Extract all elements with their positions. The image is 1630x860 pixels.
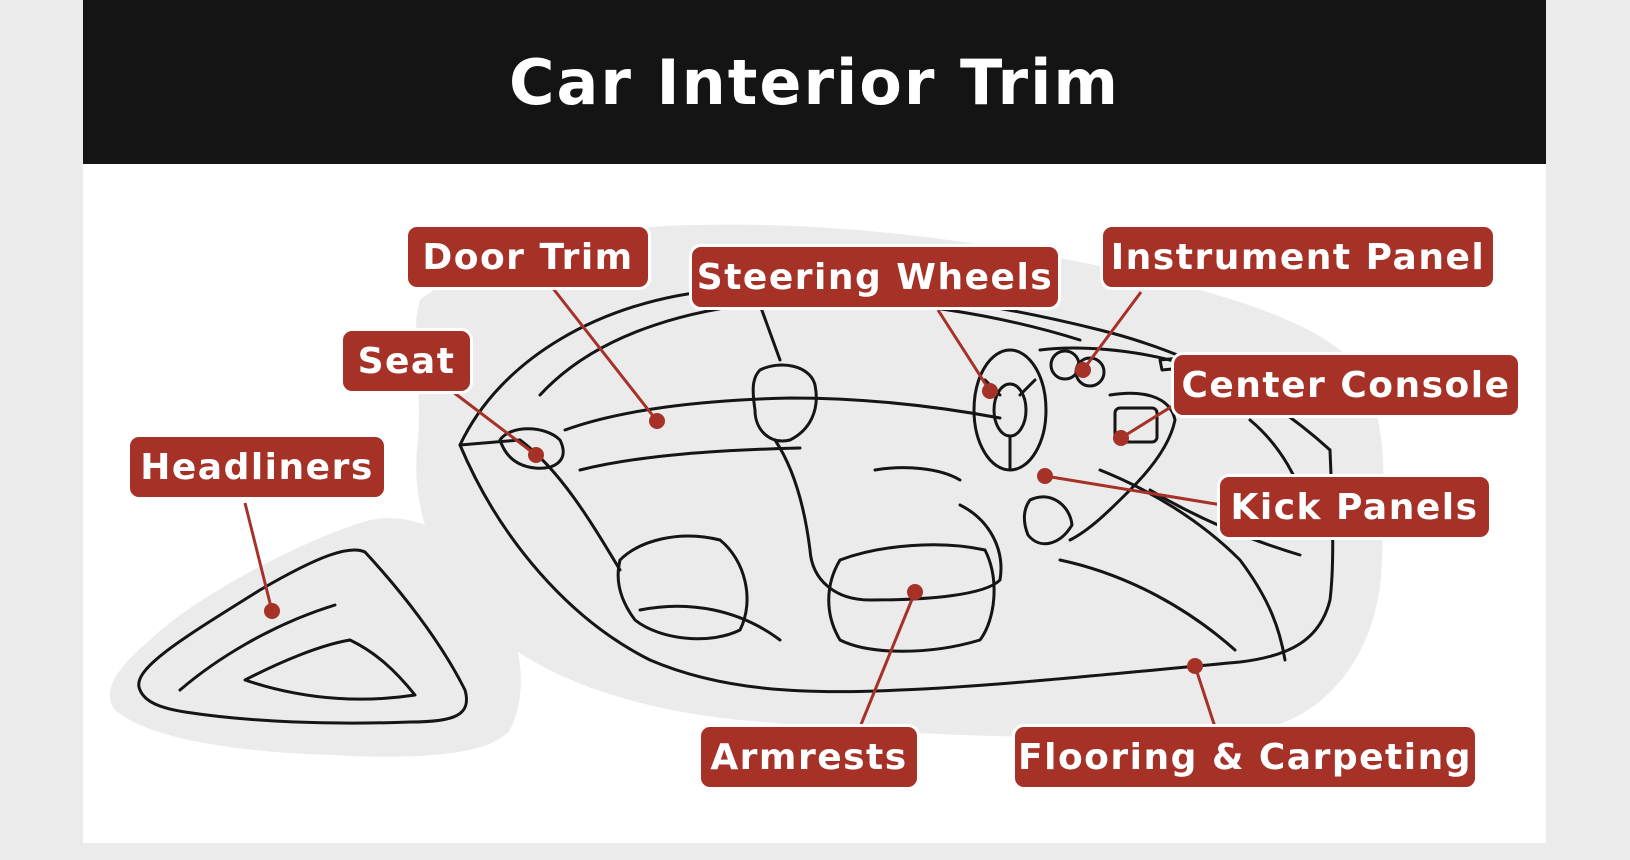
label-door-trim: Door Trim <box>405 224 651 290</box>
flooring-dot <box>1187 658 1203 674</box>
anchor-dots <box>264 362 1203 674</box>
label-flooring-carpeting: Flooring & Carpeting <box>1012 724 1478 790</box>
header-bar: Car Interior Trim <box>83 0 1546 164</box>
label-kick-panels: Kick Panels <box>1217 474 1492 540</box>
instrument-panel-dot <box>1075 362 1091 378</box>
page-title: Car Interior Trim <box>509 45 1120 119</box>
label-armrests: Armrests <box>698 724 920 790</box>
headliners-dot <box>264 603 280 619</box>
steering-wheels-dot <box>982 383 998 399</box>
label-headliners: Headliners <box>127 434 387 500</box>
headliner-drawing <box>137 548 468 725</box>
headliner-backdrop-shape <box>109 518 521 757</box>
seat-dot <box>528 447 544 463</box>
leader-lines <box>243 281 1229 728</box>
door-trim-dot <box>649 413 665 429</box>
label-center-console: Center Console <box>1171 352 1521 418</box>
center-console-dot <box>1113 430 1129 446</box>
kick-panels-dot <box>1037 468 1053 484</box>
label-seat: Seat <box>340 328 473 394</box>
label-instrument-panel: Instrument Panel <box>1100 224 1496 290</box>
armrests-dot <box>907 584 923 600</box>
label-steering-wheels: Steering Wheels <box>689 244 1061 310</box>
